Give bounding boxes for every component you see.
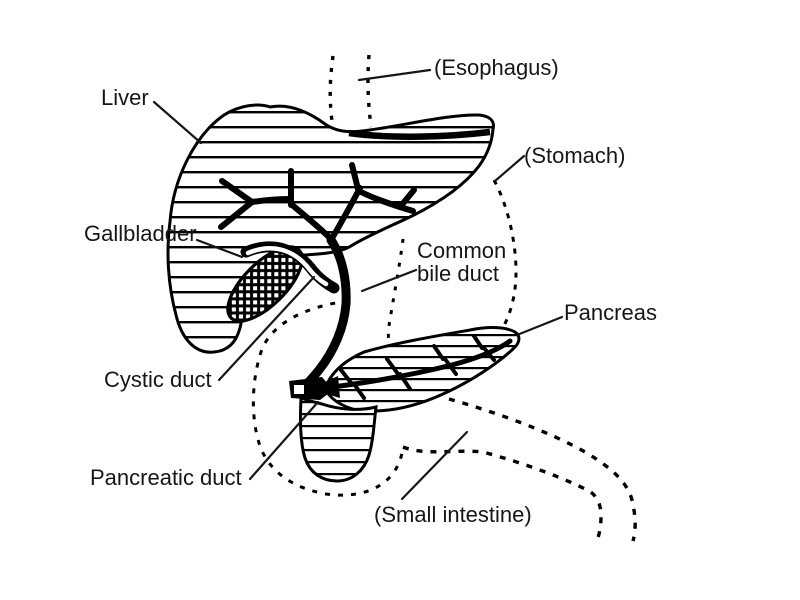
label-gallbladder: Gallbladder <box>84 221 197 246</box>
leader-small-intestine <box>400 430 469 501</box>
esophagus-dotted-left <box>328 55 335 122</box>
label-common-bile-duct: Common bile duct <box>417 239 506 285</box>
leader-liver <box>152 100 203 145</box>
stomach-dotted-outline <box>492 179 518 332</box>
small-intestine-dotted-lower <box>402 445 603 542</box>
label-common-bile-duct-line1: Common <box>417 238 507 263</box>
label-pancreatic-duct: Pancreatic duct <box>90 465 242 490</box>
label-common-bile-duct-line2: bile duct <box>417 261 499 286</box>
pancreatic-duct-tree <box>313 334 513 400</box>
hepatic-duct-tree <box>218 162 417 243</box>
label-small-intestine: (Small intestine) <box>374 502 532 527</box>
leader-cystic-duct <box>217 275 316 382</box>
esophagus-dotted-right <box>366 54 373 128</box>
liver-top-fold-line <box>348 128 491 140</box>
label-liver: Liver <box>101 85 149 110</box>
leader-gallbladder <box>195 238 244 259</box>
leader-esophagus <box>357 68 432 82</box>
small-intestine-dotted-upper <box>448 397 637 542</box>
stomach-pylorus-dotted <box>386 238 405 343</box>
leader-common-bile-duct <box>360 268 418 293</box>
duodenum-loop-dotted <box>251 299 405 497</box>
label-cystic-duct: Cystic duct <box>104 367 212 392</box>
leader-pancreatic-duct <box>248 400 320 481</box>
cystic-duct-lumen <box>245 246 329 287</box>
label-esophagus: (Esophagus) <box>434 55 559 80</box>
liver-shape <box>166 103 495 354</box>
ampulla-shape <box>289 377 333 400</box>
leader-pancreas <box>515 315 564 337</box>
duodenum-shape <box>299 395 378 483</box>
leader-stomach <box>493 154 526 183</box>
label-pancreas: Pancreas <box>564 300 657 325</box>
ampulla-opening <box>294 385 304 394</box>
label-stomach: (Stomach) <box>524 143 626 168</box>
